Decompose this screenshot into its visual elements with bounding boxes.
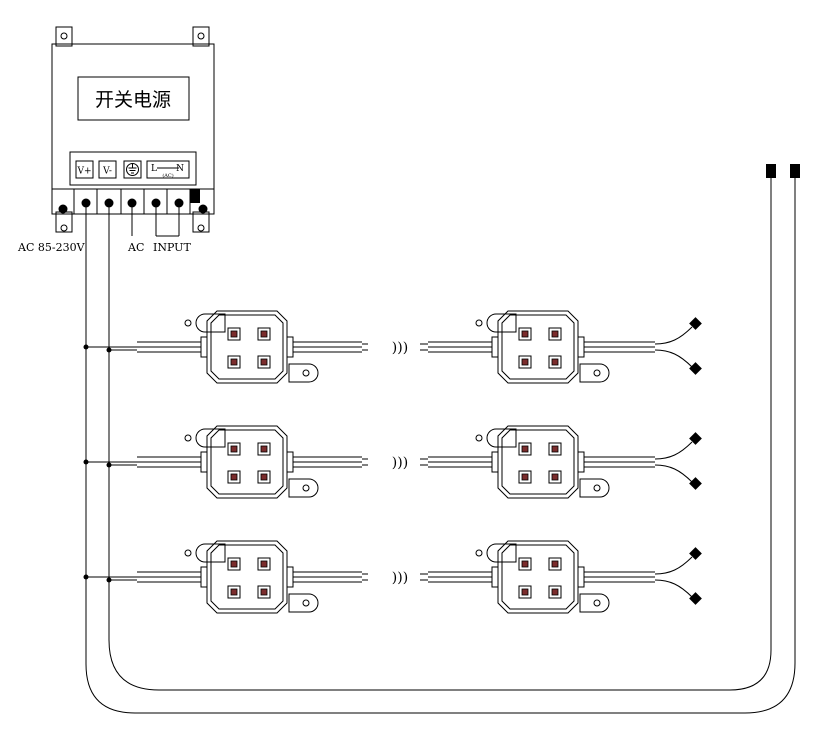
twin-cable [428,341,492,353]
switching-power-supply: 开关电源 V+ V- L N (AC) [51,26,215,233]
led-chip [257,327,271,341]
led-chip [548,557,562,571]
end-connector-right [790,164,800,178]
led-chip [227,355,241,369]
terminal-vminus: V- [98,160,117,179]
connector-plug [689,592,702,605]
twin-cable [293,341,362,353]
led-chip [227,585,241,599]
led-module [184,540,319,614]
mount-tab-bottom-right [192,211,210,233]
tail-leads [654,432,702,490]
bus-wire-outer [85,176,796,714]
led-chip [518,327,532,341]
module-row: ))) [83,425,702,499]
input-label: INPUT [153,241,191,254]
led-module [475,310,610,384]
connector-plug [689,477,702,490]
mount-tab-top-left [55,26,73,47]
continuation-symbol: ))) [392,455,408,471]
ground-icon [123,160,142,179]
ac-label: AC [127,241,144,254]
continuation-symbol: ))) [392,340,408,356]
led-chip [227,557,241,571]
screw-terminal-strip [58,189,208,214]
continuation-symbol: ))) [392,570,408,586]
connector-plug [689,362,702,375]
module-rows: ))))))))) [83,310,702,614]
terminal-l-label: L [151,164,157,174]
terminal-vplus: V+ [75,160,94,179]
module-row: ))) [83,540,702,614]
ac-voltage-range-label: AC 85-230V [17,241,86,254]
terminal-ln-ac: L N (AC) [146,160,190,179]
terminal-vminus-label: V- [102,167,112,177]
led-chip [518,355,532,369]
led-module [475,425,610,499]
twin-cable [584,341,655,353]
dc-bus-wires [85,176,796,714]
twin-cable [293,456,362,468]
power-supply-title: 开关电源 [95,89,171,111]
led-chip [257,585,271,599]
led-chip [518,585,532,599]
bus-wire-inner [108,176,772,691]
led-chip [548,327,562,341]
led-chip [518,557,532,571]
twin-cable [584,571,655,583]
led-chip [227,442,241,456]
led-module [184,310,319,384]
led-chip [257,557,271,571]
twin-cable [137,456,201,468]
twin-cable [137,571,201,583]
terminal-label-panel [69,151,197,186]
twin-cable [137,341,201,353]
twin-cable [428,456,492,468]
led-chip [227,327,241,341]
terminal-ac-sub-label: (AC) [162,172,173,179]
module-row: ))) [83,310,702,384]
led-chip [548,585,562,599]
tail-leads [654,317,702,375]
terminal-vplus-label: V+ [76,167,91,177]
ac-input-leads [131,207,180,237]
led-chip [518,470,532,484]
led-chip [227,470,241,484]
twin-cable [428,571,492,583]
tail-leads [654,547,702,605]
led-module [475,540,610,614]
twin-cable [293,571,362,583]
led-chip [548,355,562,369]
led-chip [548,442,562,456]
led-chip [548,470,562,484]
end-connector-left [766,164,776,178]
led-chip [257,470,271,484]
mount-tab-top-right [192,26,210,47]
title-box [77,76,190,121]
led-module [184,425,319,499]
led-chip [257,442,271,456]
led-chip [257,355,271,369]
terminal-n-label: N [176,164,184,174]
led-chip [518,442,532,456]
twin-cable [584,456,655,468]
mount-tab-bottom-left [55,211,73,233]
power-supply-body [51,43,215,215]
